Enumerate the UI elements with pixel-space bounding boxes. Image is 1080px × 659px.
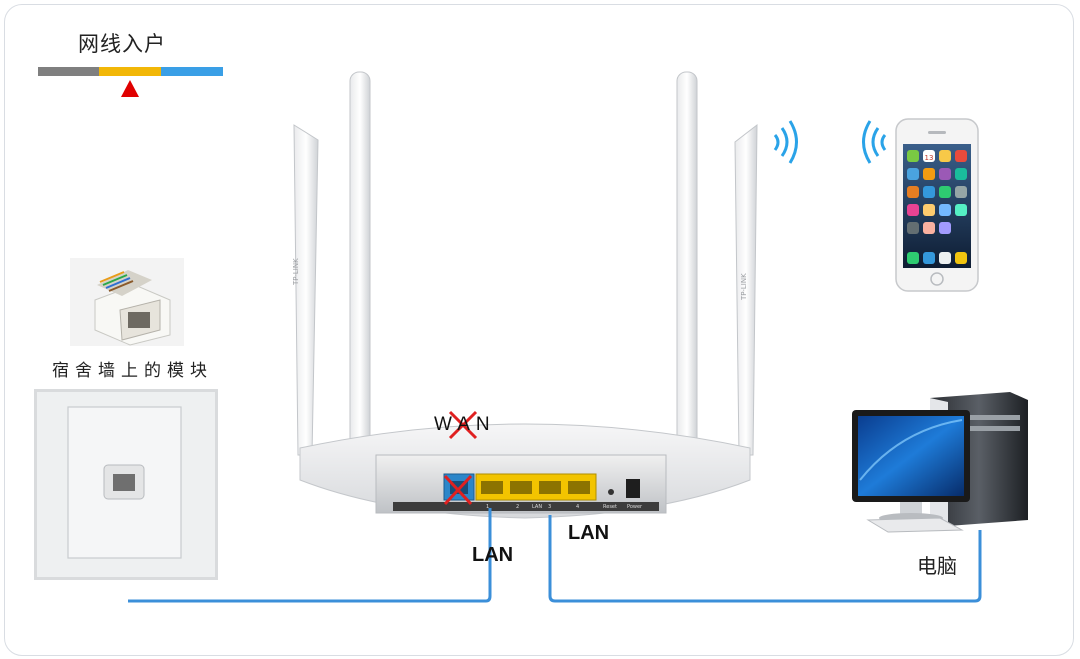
desktop-computer-image bbox=[852, 392, 1028, 533]
router-antennas bbox=[293, 71, 758, 468]
router-port-label-lan: LAN bbox=[532, 504, 543, 510]
wall-plate bbox=[34, 389, 218, 580]
legend-title: 网线入户 bbox=[78, 32, 166, 56]
wall-jack-port bbox=[113, 474, 135, 491]
router-port-label-2: 2 bbox=[516, 504, 520, 510]
phone-calendar-day: 13 bbox=[925, 154, 934, 162]
keystone-wires bbox=[99, 271, 134, 292]
legend-marker-triangle bbox=[121, 80, 139, 97]
legend-segment-grey bbox=[38, 67, 99, 76]
computer-label: 电脑 bbox=[917, 554, 957, 578]
router-port-label-4: 4 bbox=[576, 504, 580, 510]
wan-label: WAN bbox=[434, 414, 496, 435]
legend-segment-yellow bbox=[99, 67, 161, 76]
legend-bar bbox=[38, 67, 223, 97]
lan-label-left: LAN bbox=[472, 544, 514, 566]
phone-app-icons bbox=[907, 150, 967, 264]
pc-keyboard bbox=[866, 517, 964, 533]
router-power-label: Power bbox=[627, 504, 643, 510]
antenna-brand-right: TP-LINK bbox=[740, 273, 748, 300]
router-port-label-3: 3 bbox=[548, 504, 552, 510]
smartphone-image: 13 bbox=[895, 118, 979, 292]
cable-router-to-pc bbox=[548, 515, 982, 603]
wifi-signal-phone-icon bbox=[862, 120, 887, 164]
network-cables bbox=[128, 508, 982, 603]
wan-label-cross bbox=[448, 410, 478, 440]
wifi-signal-router-icon bbox=[773, 120, 798, 164]
phone-home-button bbox=[930, 272, 944, 286]
lan-port-3 bbox=[539, 481, 561, 494]
router-port-label-1: 1 bbox=[486, 504, 490, 510]
antenna-3 bbox=[676, 71, 698, 468]
reset-button bbox=[608, 489, 614, 495]
antenna-brand-left: TP-LINK bbox=[292, 258, 300, 285]
lan-port-4 bbox=[568, 481, 590, 494]
legend-segment-blue bbox=[161, 67, 223, 76]
lan-port-2 bbox=[510, 481, 532, 494]
wall-module-caption: 宿舍墙上的模块 bbox=[52, 361, 213, 381]
router-reset-label: Reset bbox=[603, 504, 617, 510]
power-jack bbox=[626, 479, 640, 498]
lan-label-right: LAN bbox=[568, 522, 610, 544]
antenna-1 bbox=[293, 124, 319, 456]
antenna-2 bbox=[349, 71, 371, 468]
lan-port-1 bbox=[481, 481, 503, 494]
cable-wall-to-router bbox=[128, 508, 492, 603]
keystone-jack-image bbox=[70, 258, 184, 346]
router-body bbox=[299, 423, 751, 519]
